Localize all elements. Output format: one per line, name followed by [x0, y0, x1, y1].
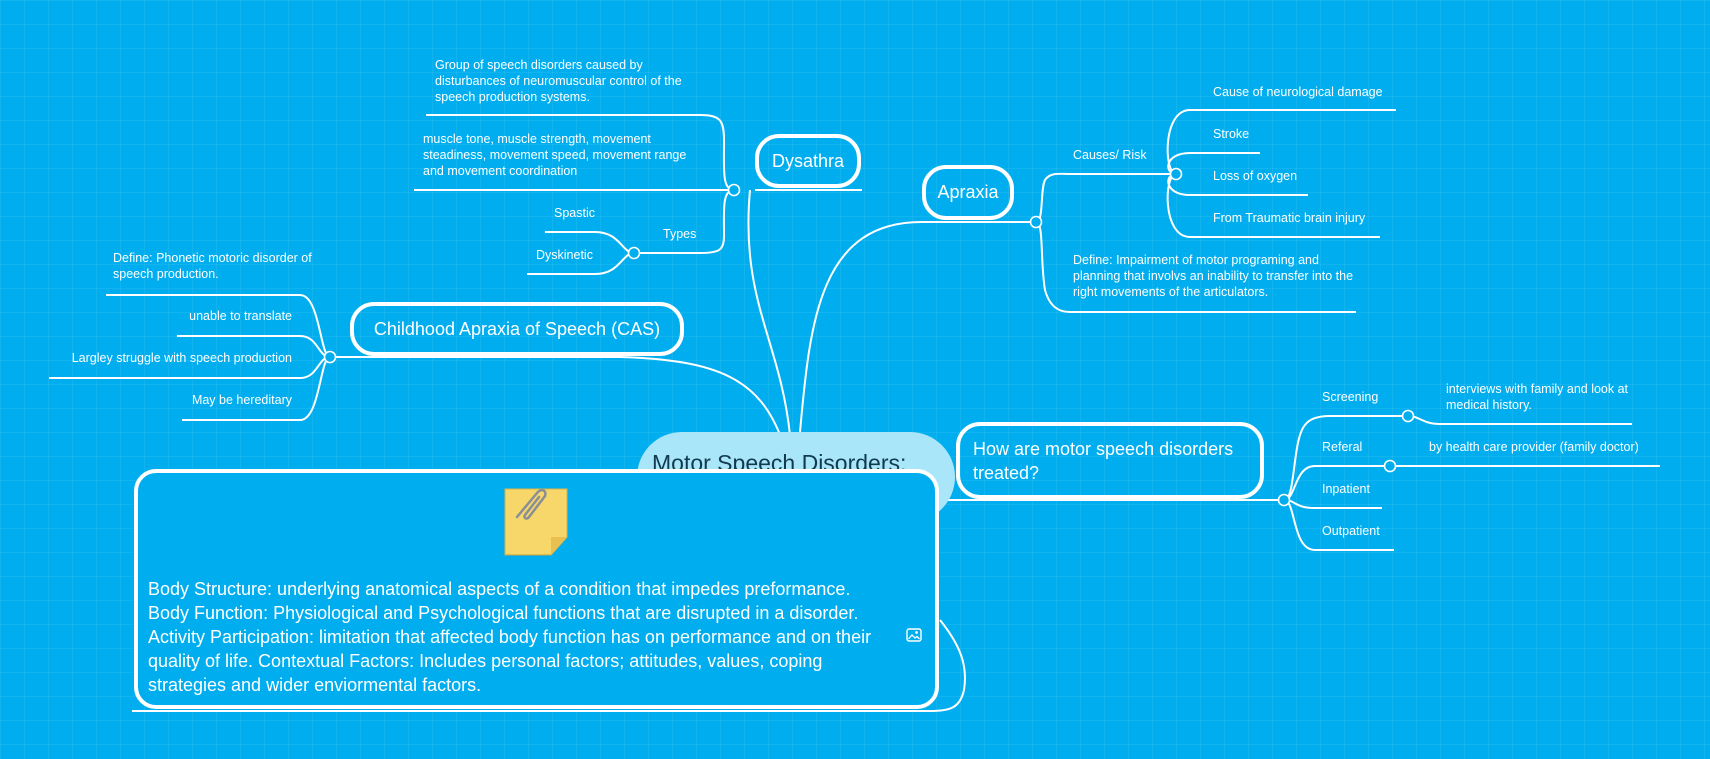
treatment-inpatient-label: Inpatient	[1322, 482, 1370, 496]
cas-item-translate[interactable]: unable to translate	[120, 308, 292, 324]
cas-item-hereditary-text: May be hereditary	[191, 393, 292, 407]
treatment-inpatient[interactable]: Inpatient	[1322, 481, 1370, 497]
cas-item-struggle-text: Largley struggle with speech production	[71, 351, 292, 365]
image-icon[interactable]	[906, 628, 922, 642]
topic-cas[interactable]: Childhood Apraxia of Speech (CAS)	[350, 302, 684, 356]
cas-item-translate-text: unable to translate	[189, 309, 292, 323]
apraxia-cause-neurological[interactable]: Cause of neurological damage	[1213, 84, 1383, 100]
apraxia-cause-oxygen[interactable]: Loss of oxygen	[1213, 168, 1297, 184]
topic-cas-label: Childhood Apraxia of Speech (CAS)	[373, 318, 661, 339]
treatment-referal-detail[interactable]: by health care provider (family doctor)	[1429, 439, 1639, 455]
dysathra-type-spastic[interactable]: Spastic	[554, 205, 595, 221]
treatment-screening-detail-text: interviews with family and look at medic…	[1446, 382, 1629, 412]
topic-dysathra-label: Dysathra	[771, 150, 845, 171]
dysathra-definition[interactable]: Group of speech disorders caused by dist…	[435, 57, 705, 105]
apraxia-definition-text: Define: Impairment of motor programing a…	[1073, 253, 1354, 299]
sticky-note-paperclip-icon	[504, 488, 568, 556]
cas-item-define[interactable]: Define: Phonetic motoric disorder of spe…	[113, 250, 313, 282]
topic-apraxia[interactable]: Apraxia	[922, 165, 1014, 220]
topic-dysathra[interactable]: Dysathra	[755, 134, 861, 188]
apraxia-definition[interactable]: Define: Impairment of motor programing a…	[1073, 252, 1355, 300]
dysathra-type-dyskinetic-label: Dyskinetic	[536, 248, 593, 262]
cas-item-hereditary[interactable]: May be hereditary	[120, 392, 292, 408]
dysathra-definition-text: Group of speech disorders caused by dist…	[435, 58, 682, 104]
dysathra-aspects[interactable]: muscle tone, muscle strength, movement s…	[423, 131, 703, 179]
dysathra-types-label: Types	[663, 227, 697, 241]
apraxia-cause-oxygen-label: Loss of oxygen	[1213, 169, 1298, 183]
treatment-outpatient-label: Outpatient	[1322, 524, 1380, 538]
apraxia-cause-stroke-label: Stroke	[1213, 127, 1250, 141]
dysathra-types[interactable]: Types	[663, 226, 696, 242]
treatment-screening[interactable]: Screening	[1322, 389, 1378, 405]
treatment-referal-detail-text: by health care provider (family doctor)	[1429, 440, 1639, 454]
treatment-screening-label: Screening	[1322, 390, 1379, 404]
treatment-screening-detail[interactable]: interviews with family and look at medic…	[1446, 381, 1636, 413]
note-text: Body Structure: underlying anatomical as…	[148, 579, 872, 695]
topic-treatment-label: How are motor speech disorders treated?	[973, 438, 1234, 483]
note-box[interactable]: Body Structure: underlying anatomical as…	[134, 469, 939, 709]
treatment-outpatient[interactable]: Outpatient	[1322, 523, 1380, 539]
apraxia-cause-stroke[interactable]: Stroke	[1213, 126, 1249, 142]
treatment-referal[interactable]: Referal	[1322, 439, 1362, 455]
topic-apraxia-label: Apraxia	[937, 182, 999, 202]
apraxia-causes-label: Causes/ Risk	[1073, 148, 1147, 162]
apraxia-cause-neurological-label: Cause of neurological damage	[1213, 85, 1383, 99]
treatment-referal-label: Referal	[1322, 440, 1363, 454]
apraxia-cause-tbi[interactable]: From Traumatic brain injury	[1213, 210, 1365, 226]
topic-treatment[interactable]: How are motor speech disorders treated?	[956, 422, 1264, 499]
dysathra-type-dyskinetic[interactable]: Dyskinetic	[536, 247, 593, 263]
apraxia-causes[interactable]: Causes/ Risk	[1073, 147, 1147, 163]
cas-item-struggle[interactable]: Largley struggle with speech production	[40, 350, 292, 366]
dysathra-type-spastic-label: Spastic	[554, 206, 595, 220]
cas-item-define-text: Define: Phonetic motoric disorder of spe…	[113, 251, 312, 281]
apraxia-cause-tbi-label: From Traumatic brain injury	[1213, 211, 1366, 225]
dysathra-aspects-text: muscle tone, muscle strength, movement s…	[423, 132, 687, 178]
